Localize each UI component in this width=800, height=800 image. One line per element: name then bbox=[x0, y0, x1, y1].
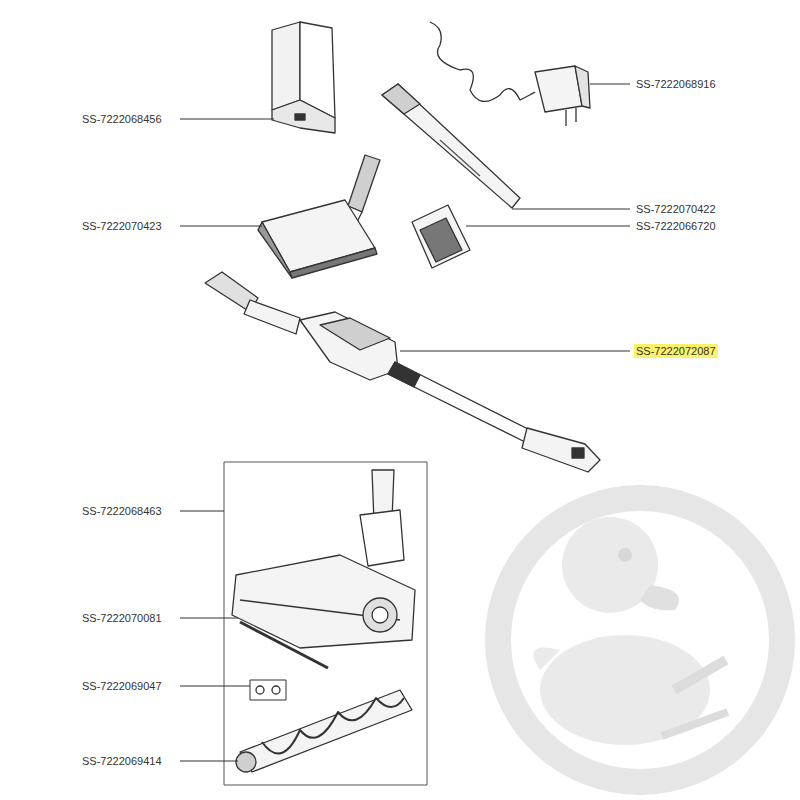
watermark-logo bbox=[498, 498, 782, 782]
part-number: SS-7222070423 bbox=[80, 219, 164, 233]
part-number: SS-7222068916 bbox=[634, 77, 718, 91]
part-number: SS-7222066720 bbox=[634, 219, 718, 233]
part-number: SS-7222070422 bbox=[634, 202, 718, 216]
leader-lines bbox=[180, 84, 630, 761]
part-number: SS-7222070081 bbox=[80, 611, 164, 625]
part-number: SS-7222069047 bbox=[80, 679, 164, 693]
part-number: SS-7222068456 bbox=[80, 112, 164, 126]
part-number: SS-7222068463 bbox=[80, 504, 164, 518]
part-number: SS-7222069414 bbox=[80, 754, 164, 768]
part-number: SS-7222072087 bbox=[634, 344, 718, 358]
